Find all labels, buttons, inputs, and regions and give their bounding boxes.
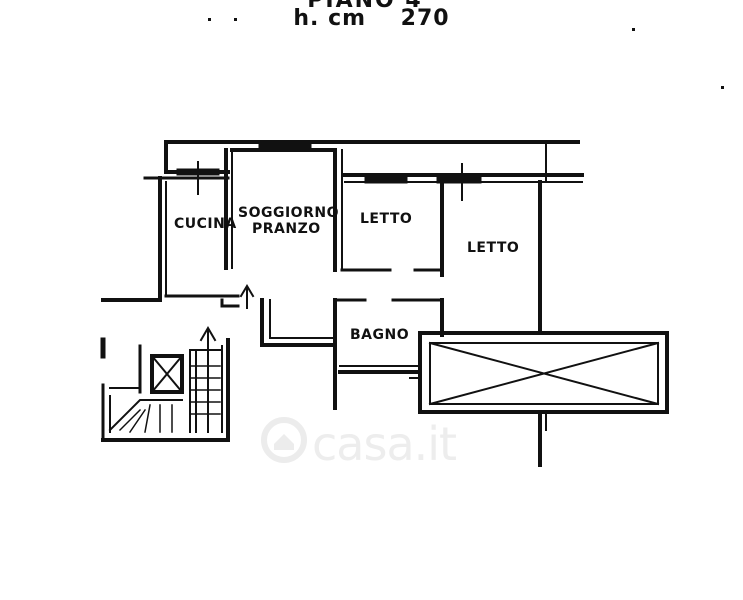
height-label: h. cm 270 <box>293 6 450 31</box>
floor-label: PIANO 4° <box>307 0 436 13</box>
terrace-outer <box>418 331 669 414</box>
terrace-cross-b <box>428 341 660 406</box>
arrow-entry <box>239 284 255 309</box>
room-label-letto-1: LETTO <box>360 211 413 227</box>
room-label-letto-2: LETTO <box>467 240 520 256</box>
arrow-stair <box>199 326 217 433</box>
watermark-home-icon <box>261 417 307 463</box>
room-label-bagno: BAGNO <box>350 327 410 343</box>
watermark-text: casa.it <box>312 417 457 471</box>
wall-entry-stub <box>220 298 240 308</box>
room-label-soggiorno: SOGGIORNO <box>238 205 339 221</box>
room-label-pranzo: PRANZO <box>252 221 321 237</box>
wall-living-lower <box>260 298 337 347</box>
room-label-cucina: CUCINA <box>174 216 237 232</box>
